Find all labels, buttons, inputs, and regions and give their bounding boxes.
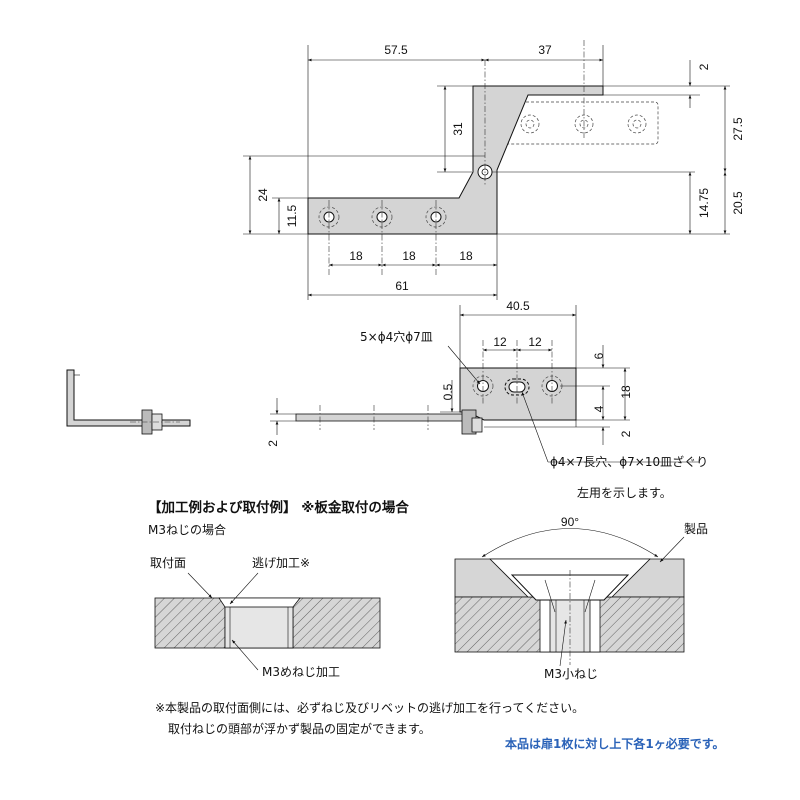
dim-18-2: 18 xyxy=(402,249,416,263)
holes-top xyxy=(520,114,647,134)
label-mount-surface: 取付面 xyxy=(150,556,186,570)
label-m3-screw: M3小ねじ xyxy=(544,667,598,681)
dim-18-3: 18 xyxy=(459,249,473,263)
left-section: 取付面 逃げ加工※ M3めねじ加工 xyxy=(150,556,381,679)
side-view-left xyxy=(66,369,191,435)
dim-40-5: 40.5 xyxy=(506,299,530,313)
dim-6: 6 xyxy=(592,352,606,359)
tapped-hole xyxy=(224,606,294,649)
dim-37: 37 xyxy=(538,43,552,57)
dim-4: 4 xyxy=(592,405,606,412)
section-title: 【加工例および取付例】 ※板金取付の場合 xyxy=(148,499,409,516)
callout-holes: 5×ϕ4穴ϕ7皿 xyxy=(360,329,433,344)
hinge-plate xyxy=(307,85,604,235)
dim-0-5: 0.5 xyxy=(441,383,455,400)
front-view: 2 40.5 12 12 6 4 18 2 xyxy=(266,299,708,500)
dim-2-left: 2 xyxy=(266,440,280,447)
dim-11-5: 11.5 xyxy=(285,204,299,227)
callout-slot: ϕ4×7長穴、ϕ7×10皿ざぐり xyxy=(550,454,708,469)
dim-18-1: 18 xyxy=(349,249,363,263)
label-angle: 90° xyxy=(561,515,579,529)
dim-20-5: 20.5 xyxy=(731,191,745,215)
dim-14-75: 14.75 xyxy=(697,188,711,218)
dim-12-2: 12 xyxy=(528,335,542,349)
front-strip xyxy=(295,413,467,422)
label-product: 製品 xyxy=(684,522,708,536)
dim-24: 24 xyxy=(256,188,270,202)
dim-27-5: 27.5 xyxy=(731,117,745,141)
dim-61: 61 xyxy=(395,279,409,293)
label-relief: 逃げ加工※ xyxy=(252,556,310,570)
note-blue: 本品は扉1枚に対し上下各1ヶ必要です。 xyxy=(505,736,725,751)
dim-2-top: 2 xyxy=(697,63,711,70)
note-left-hand: 左用を示します。 xyxy=(577,485,672,500)
dim-12-1: 12 xyxy=(493,335,507,349)
top-view: 57.5 37 2 27.5 20.5 14.75 31 24 11.5 18 … xyxy=(243,40,745,300)
side-profile xyxy=(66,369,191,427)
dim-57-5: 57.5 xyxy=(384,43,408,57)
note-line-1: ※本製品の取付面側には、必ずねじ及びリベットの逃げ加工を行ってください。 xyxy=(155,701,584,715)
label-m3-tap: M3めねじ加工 xyxy=(262,665,340,679)
dim-18: 18 xyxy=(619,385,633,399)
right-section: 90° 製品 M3小ねじ xyxy=(454,515,708,681)
dim-2-right: 2 xyxy=(619,430,633,437)
dim-31: 31 xyxy=(451,122,465,136)
note-line-2: 取付ねじの頭部が浮かず製品の固定ができます。 xyxy=(168,721,431,736)
section-subtitle: M3ねじの場合 xyxy=(148,522,226,537)
